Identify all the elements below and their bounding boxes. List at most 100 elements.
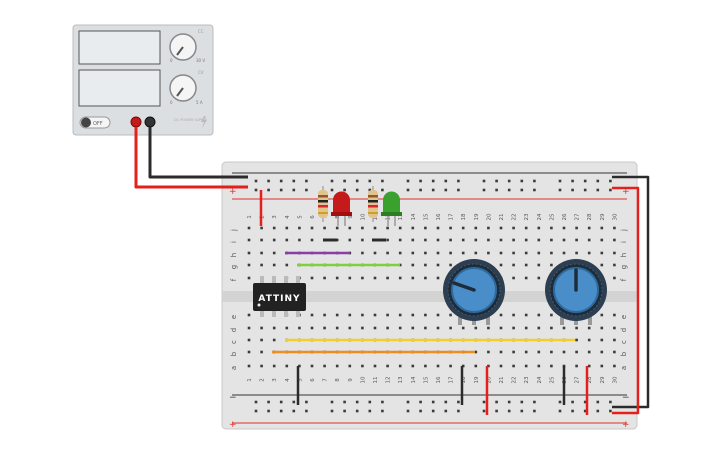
- hole[interactable]: [411, 276, 415, 280]
- hole[interactable]: [449, 326, 452, 330]
- hole[interactable]: [499, 313, 503, 317]
- hole[interactable]: [474, 364, 478, 368]
- hole[interactable]: [596, 400, 600, 404]
- hole[interactable]: [499, 350, 503, 354]
- hole[interactable]: [613, 251, 616, 255]
- attiny-chip[interactable]: ATTINY: [253, 276, 306, 317]
- hole[interactable]: [533, 179, 536, 183]
- hole[interactable]: [575, 226, 578, 230]
- hole[interactable]: [609, 188, 612, 192]
- hole[interactable]: [279, 400, 283, 404]
- hole[interactable]: [335, 238, 339, 242]
- hole[interactable]: [285, 263, 289, 267]
- hole[interactable]: [583, 409, 587, 413]
- hole[interactable]: [386, 326, 389, 330]
- hole[interactable]: [335, 313, 339, 317]
- hole[interactable]: [537, 263, 541, 267]
- hole[interactable]: [361, 238, 364, 242]
- hole[interactable]: [285, 238, 289, 242]
- hole[interactable]: [398, 251, 402, 255]
- hole[interactable]: [305, 409, 308, 413]
- hole[interactable]: [583, 179, 587, 183]
- hole[interactable]: [537, 238, 541, 242]
- hole[interactable]: [373, 364, 377, 368]
- hole[interactable]: [558, 400, 562, 404]
- hole[interactable]: [279, 188, 283, 192]
- hole[interactable]: [524, 326, 528, 330]
- hole[interactable]: [436, 263, 440, 267]
- hole[interactable]: [267, 179, 270, 183]
- hole[interactable]: [600, 326, 604, 330]
- hole[interactable]: [254, 409, 258, 413]
- hole[interactable]: [260, 338, 263, 342]
- hole[interactable]: [524, 313, 528, 317]
- hole[interactable]: [398, 276, 402, 280]
- hole[interactable]: [361, 313, 364, 317]
- hole[interactable]: [575, 364, 578, 368]
- hole[interactable]: [368, 409, 372, 413]
- hole[interactable]: [247, 326, 251, 330]
- hole[interactable]: [381, 409, 384, 413]
- hole[interactable]: [343, 409, 346, 413]
- hole[interactable]: [330, 188, 334, 192]
- hole[interactable]: [348, 226, 352, 230]
- red-led[interactable]: [331, 191, 352, 227]
- hole[interactable]: [285, 226, 289, 230]
- hole[interactable]: [444, 409, 448, 413]
- hole[interactable]: [411, 238, 415, 242]
- hole[interactable]: [298, 226, 301, 230]
- hole[interactable]: [361, 364, 364, 368]
- hole[interactable]: [575, 338, 578, 342]
- hole[interactable]: [537, 276, 541, 280]
- hole[interactable]: [550, 251, 553, 255]
- hole[interactable]: [424, 251, 427, 255]
- hole[interactable]: [292, 409, 296, 413]
- hole[interactable]: [411, 251, 415, 255]
- hole[interactable]: [247, 364, 251, 368]
- hole[interactable]: [386, 226, 389, 230]
- hole[interactable]: [406, 179, 410, 183]
- hole[interactable]: [285, 364, 289, 368]
- hole[interactable]: [487, 226, 490, 230]
- hole[interactable]: [335, 226, 339, 230]
- hole[interactable]: [575, 326, 578, 330]
- hole[interactable]: [495, 409, 498, 413]
- hole[interactable]: [247, 276, 251, 280]
- hole[interactable]: [424, 276, 427, 280]
- hole[interactable]: [495, 179, 498, 183]
- hole[interactable]: [558, 179, 562, 183]
- hole[interactable]: [272, 326, 276, 330]
- hole[interactable]: [512, 276, 515, 280]
- hole[interactable]: [260, 263, 263, 267]
- hole[interactable]: [537, 226, 541, 230]
- hole[interactable]: [305, 188, 308, 192]
- hole[interactable]: [461, 238, 465, 242]
- hole[interactable]: [512, 263, 515, 267]
- hole[interactable]: [298, 364, 301, 368]
- hole[interactable]: [247, 226, 251, 230]
- hole[interactable]: [361, 276, 364, 280]
- hole[interactable]: [330, 179, 334, 183]
- hole[interactable]: [424, 313, 427, 317]
- hole[interactable]: [474, 326, 478, 330]
- hole[interactable]: [507, 400, 511, 404]
- hole[interactable]: [424, 263, 427, 267]
- hole[interactable]: [482, 409, 486, 413]
- hole[interactable]: [323, 226, 326, 230]
- hole[interactable]: [279, 179, 283, 183]
- hole[interactable]: [444, 179, 448, 183]
- hole[interactable]: [272, 263, 276, 267]
- hole[interactable]: [613, 263, 616, 267]
- hole[interactable]: [398, 364, 402, 368]
- hole[interactable]: [596, 409, 600, 413]
- hole[interactable]: [524, 276, 528, 280]
- hole[interactable]: [361, 326, 364, 330]
- hole[interactable]: [487, 251, 490, 255]
- hole[interactable]: [424, 326, 427, 330]
- resistor-1[interactable]: [318, 186, 328, 222]
- hole[interactable]: [613, 276, 616, 280]
- hole[interactable]: [600, 263, 604, 267]
- hole[interactable]: [348, 326, 352, 330]
- hole[interactable]: [436, 226, 440, 230]
